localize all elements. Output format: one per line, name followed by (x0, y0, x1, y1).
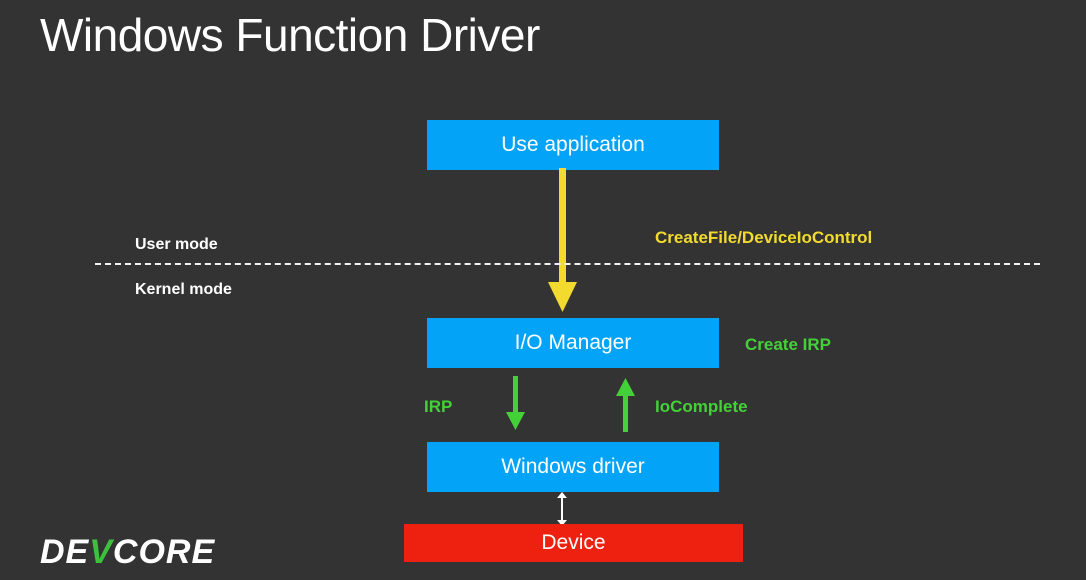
node-use-application[interactable]: Use application (427, 120, 719, 170)
logo-text-part1: DE (40, 533, 90, 571)
node-use-application-label: Use application (501, 133, 645, 156)
page-title: Windows Function Driver (40, 9, 540, 61)
annotation-create-irp: Create IRP (745, 335, 831, 354)
node-windows-driver-label: Windows driver (501, 455, 645, 478)
arrow-yellow-createfile-down (548, 168, 577, 312)
logo-accent-v: V (89, 533, 113, 571)
node-io-manager-label: I/O Manager (514, 331, 632, 354)
annotation-irp: IRP (424, 397, 453, 416)
arrow-white-bidirectional (557, 492, 567, 526)
label-user-mode: User mode (135, 236, 218, 253)
node-device[interactable]: Device (404, 524, 743, 562)
annotation-createfile-deviceiocontrol: CreateFile/DeviceIoControl (655, 228, 873, 247)
arrow-green-iocomplete-up (616, 378, 635, 432)
node-windows-driver[interactable]: Windows driver (427, 442, 719, 492)
logo-text-part2: CORE (112, 533, 216, 571)
node-device-label: Device (541, 531, 606, 554)
arrow-green-irp-down (506, 376, 525, 430)
mode-divider-dashed-line (95, 263, 1040, 265)
node-io-manager[interactable]: I/O Manager (427, 318, 719, 368)
annotation-iocomplete: IoComplete (655, 397, 748, 416)
label-kernel-mode: Kernel mode (135, 281, 232, 298)
